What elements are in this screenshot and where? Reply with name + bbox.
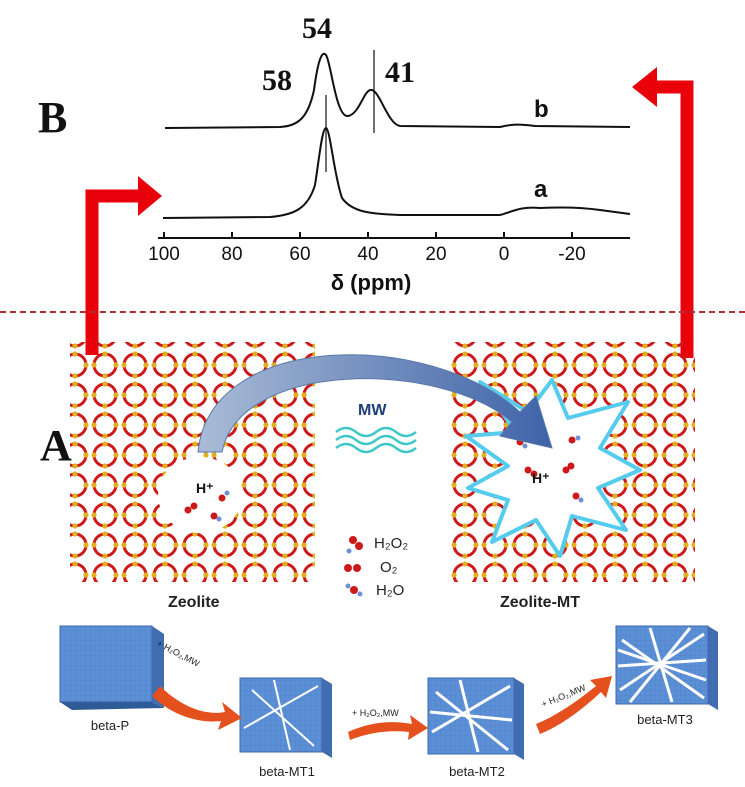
tick-label-80: 80 — [221, 244, 243, 265]
legend-icon-h2o2 — [346, 536, 363, 554]
tick-label-minus-20: -20 — [558, 244, 586, 265]
process-arrow-2-label: + H₂O₂,MW — [352, 708, 399, 718]
connector-arrows — [85, 67, 694, 358]
microwave-wave — [335, 426, 417, 454]
pore-molecules-left — [184, 490, 230, 522]
red-arrowhead-right — [632, 67, 657, 107]
x-axis-label: δ (ppm) — [330, 270, 412, 295]
tick-label-0: 0 — [498, 244, 510, 265]
cube-sequence — [59, 625, 718, 760]
panel-letter-b: B — [38, 93, 68, 142]
peak-label-41: 41 — [385, 56, 415, 89]
curve-label-b: b — [534, 96, 549, 123]
peak-label-58: 58 — [262, 64, 292, 97]
cube-beta-mt3 — [615, 625, 718, 710]
curve-label-a: a — [534, 176, 548, 203]
zeolite-mt-caption: Zeolite-MT — [500, 594, 580, 611]
cube-beta-mt2 — [427, 677, 524, 760]
tick-label-20: 20 — [425, 244, 447, 265]
legend-label-h2o: H₂O — [376, 582, 405, 599]
tick-label-60: 60 — [289, 244, 311, 265]
dashed-divider — [0, 311, 745, 313]
mw-label: MW — [358, 402, 387, 419]
process-arrow-2 — [348, 715, 428, 740]
red-arrowhead-left — [138, 176, 162, 216]
proton-label-left: H⁺ — [196, 480, 214, 496]
cube-beta-mt1 — [239, 677, 332, 758]
nmr-spectrum — [158, 50, 631, 239]
cube-label-beta-mt1: beta-MT1 — [259, 764, 315, 779]
cube-label-beta-mt3: beta-MT3 — [637, 712, 693, 727]
spectrum-curve-b — [164, 52, 631, 129]
mesopore-burst — [464, 378, 642, 558]
legend-icon-h2o — [345, 583, 363, 597]
legend-icon-o2 — [344, 564, 361, 572]
process-arrow-1 — [152, 686, 242, 730]
zeolite-pore-left — [158, 457, 242, 533]
peak-label-54: 54 — [302, 12, 332, 45]
red-arrow-right — [655, 80, 694, 358]
pore-molecules-right — [516, 435, 584, 503]
zeolite-caption: Zeolite — [168, 594, 220, 611]
cube-beta-p — [59, 625, 164, 710]
legend-label-o2: O₂ — [380, 559, 398, 576]
proton-label-right: H⁺ — [532, 470, 550, 486]
cube-label-beta-mt2: beta-MT2 — [449, 764, 505, 779]
tick-label-40: 40 — [357, 244, 379, 265]
legend-label-h2o2: H₂O₂ — [374, 535, 409, 552]
zeolite-scheme — [70, 342, 695, 597]
process-arrow-3 — [536, 676, 612, 734]
tick-label-100: 100 — [148, 244, 180, 265]
spectrum-curve-a — [162, 126, 631, 219]
red-arrow-left — [85, 189, 140, 355]
curved-arrow — [197, 354, 553, 453]
x-axis-ticks — [163, 232, 573, 238]
panel-letter-a: A — [40, 421, 72, 470]
cube-label-beta-p: beta-P — [90, 718, 130, 733]
